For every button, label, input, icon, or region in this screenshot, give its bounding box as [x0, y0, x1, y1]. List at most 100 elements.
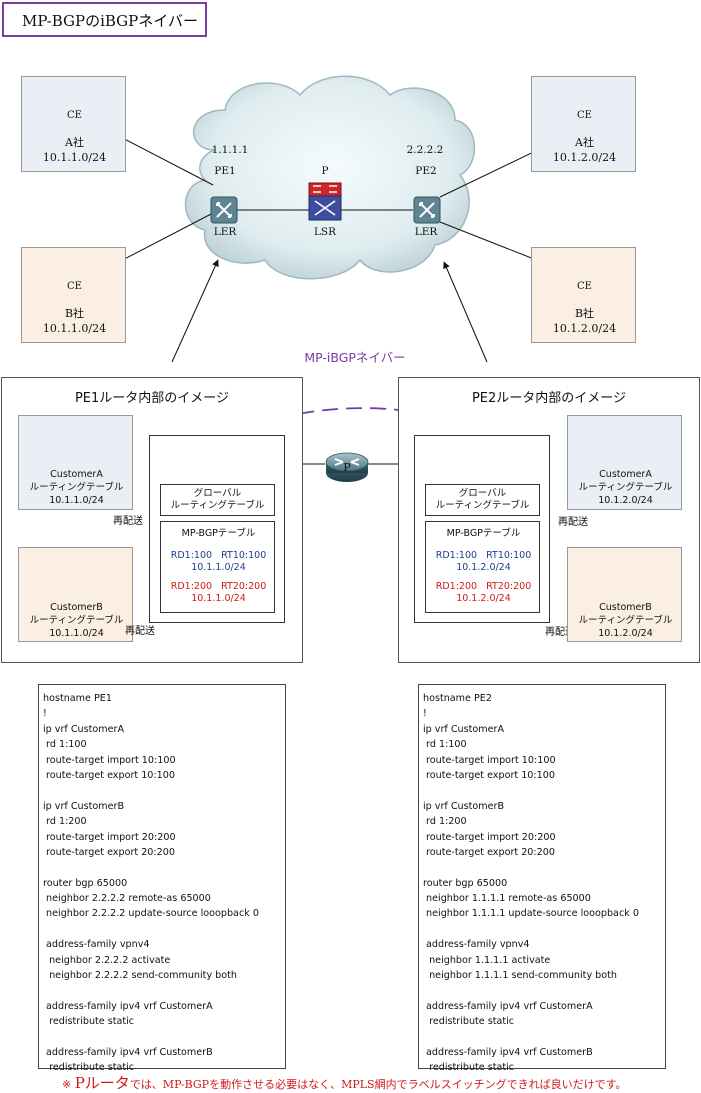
footnote-mark: ※	[62, 1078, 72, 1091]
panel-title: PE1ルータ内部のイメージ	[74, 391, 230, 406]
config-line: address-family ipv4 vrf CustomerB	[423, 1046, 593, 1058]
config-line: redistribute static	[43, 1016, 135, 1028]
customer-a-subnet: 10.1.1.0/24	[191, 562, 246, 573]
routing-table-label: ルーティングテーブル	[170, 500, 265, 511]
config-line: rd 1:200	[43, 816, 87, 828]
customer-b-subnet: 10.1.1.0/24	[191, 593, 246, 604]
config-line: router bgp 65000	[43, 877, 128, 889]
pe2-global-table: グローバル ルーティングテーブル	[425, 484, 540, 516]
customer-name: CustomerA	[50, 469, 103, 480]
config-line: hostname PE1	[43, 693, 112, 704]
routing-table-label: ルーティングテーブル	[29, 482, 124, 493]
subnet-label: 10.1.1.0/24	[49, 628, 104, 639]
site-a-left: CE A社 10.1.1.0/24	[21, 76, 126, 172]
ce-label: CE	[67, 110, 82, 121]
config-line: route-target export 10:100	[43, 769, 175, 781]
redistribute-label: 再配送	[545, 627, 575, 638]
config-line	[423, 1030, 665, 1045]
config-line: neighbor 1.1.1.1 send-community both	[423, 970, 617, 982]
customer-a-subnet: 10.1.2.0/24	[456, 562, 511, 573]
config-line	[423, 860, 665, 875]
pe1-config: hostname PE1 ! ip vrf CustomerA rd 1:100…	[38, 684, 286, 1073]
pe2-customer-b-table: CustomerB ルーティングテーブル 10.1.2.0/24	[567, 547, 682, 642]
subnet-label: 10.1.2.0/24	[552, 151, 617, 164]
customer-b-rd-rt: RD1:200 RT20:200	[170, 581, 267, 592]
footnote-text: では、MP-BGPを動作させる必要はなく、MPLS網内でラベルスイッチングできれ…	[129, 1078, 627, 1091]
config-line: redistribute static	[43, 1062, 135, 1074]
routing-table-label: ルーティングテーブル	[435, 500, 530, 511]
config-line	[43, 983, 285, 998]
redistribute-label: 再配送	[113, 516, 143, 527]
routing-table-label: ルーティングテーブル	[29, 615, 124, 626]
config-line: !	[423, 708, 427, 720]
pe2-config: hostname PE2 ! ip vrf CustomerA rd 1:100…	[418, 684, 666, 1073]
mpls-cloud-icon	[184, 75, 476, 280]
pe2-mpbgp-table: MP-BGPテーブル RD1:100 RT10:100 10.1.2.0/24 …	[425, 521, 540, 613]
pe2-customer-a-table: CustomerA ルーティングテーブル 10.1.2.0/24	[567, 415, 682, 510]
site-b-left: CE B社 10.1.1.0/24	[21, 247, 126, 343]
ce-label: CE	[577, 281, 592, 292]
site-a-right: CE A社 10.1.2.0/24	[531, 76, 636, 172]
routing-table-label: ルーティングテーブル	[578, 482, 673, 493]
config-line: route-target import 20:200	[43, 831, 176, 843]
config-line: ip vrf CustomerB	[423, 800, 505, 812]
company-label: A社	[575, 136, 594, 149]
subnet-label: 10.1.1.0/24	[42, 151, 107, 164]
config-line: neighbor 1.1.1.1 update-source looopback…	[423, 908, 639, 920]
pe1-customer-b-table: CustomerB ルーティングテーブル 10.1.1.0/24	[18, 547, 133, 642]
subnet-label: 10.1.2.0/24	[598, 495, 653, 506]
footnote: ※ Pルータでは、MP-BGPを動作させる必要はなく、MPLS網内でラベルスイッ…	[62, 1072, 626, 1093]
config-line	[43, 783, 285, 798]
config-line: redistribute static	[423, 1062, 515, 1074]
pe1-global-table: グローバル ルーティングテーブル	[160, 484, 275, 516]
redistribute-label: 再配送	[125, 626, 155, 637]
mp-ibgp-neighbor-label: MP-iBGPネイバー	[304, 350, 406, 365]
config-line: address-family ipv4 vrf CustomerA	[423, 1000, 593, 1012]
panel-title: PE2ルータ内部のイメージ	[471, 391, 627, 406]
ce-label: CE	[67, 281, 82, 292]
redistribute-label: 再配送	[558, 517, 588, 528]
customer-a-rd-rt: RD1:100 RT10:100	[170, 550, 267, 561]
customer-b-subnet: 10.1.2.0/24	[456, 593, 511, 604]
customer-a-rd-rt: RD1:100 RT10:100	[435, 550, 532, 561]
ce-label: CE	[577, 110, 592, 121]
config-line	[423, 983, 665, 998]
config-line: rd 1:200	[423, 816, 467, 828]
config-line: ip vrf CustomerB	[43, 800, 125, 812]
config-line: !	[43, 708, 47, 720]
mpbgp-table-title: MP-BGPテーブル	[181, 528, 256, 539]
pe2-role: LER	[414, 226, 438, 238]
config-line: hostname PE2	[423, 693, 492, 704]
pe2-name: PE2	[415, 165, 437, 177]
config-line: ip vrf CustomerA	[423, 723, 505, 735]
config-line: neighbor 2.2.2.2 update-source looopback…	[43, 908, 259, 920]
config-line	[423, 922, 665, 937]
config-line: route-target export 20:200	[43, 846, 175, 858]
pe2-ip: 2.2.2.2	[406, 144, 444, 156]
pe1-customer-a-table: CustomerA ルーティングテーブル 10.1.1.0/24	[18, 415, 133, 510]
config-line: address-family vpnv4	[423, 939, 530, 951]
config-line: route-target export 10:100	[423, 769, 555, 781]
config-line	[43, 922, 285, 937]
config-line	[423, 783, 665, 798]
pe1-role: LER	[213, 226, 237, 238]
config-line	[43, 860, 285, 875]
config-line: neighbor 2.2.2.2 remote-as 65000	[43, 893, 211, 905]
global-label: グローバル	[193, 488, 242, 499]
customer-name: CustomerA	[599, 469, 652, 480]
config-line: route-target import 10:100	[43, 754, 176, 766]
config-line: neighbor 1.1.1.1 activate	[423, 954, 551, 966]
config-line: neighbor 2.2.2.2 activate	[43, 954, 171, 966]
footnote-p-router: Pルータ	[74, 1074, 130, 1092]
config-line: address-family ipv4 vrf CustomerB	[43, 1046, 213, 1058]
customer-name: CustomerB	[599, 602, 652, 613]
lsr-switch-icon	[308, 182, 342, 221]
pe1-ip: 1.1.1.1	[211, 144, 249, 156]
config-line: neighbor 1.1.1.1 remote-as 65000	[423, 893, 591, 905]
diagram-title: MP-BGPのiBGPネイバー	[2, 2, 207, 37]
config-line: neighbor 2.2.2.2 send-community both	[43, 970, 237, 982]
mpbgp-table-title: MP-BGPテーブル	[446, 528, 521, 539]
company-label: B社	[574, 307, 595, 320]
p-router-label: P	[343, 461, 351, 474]
p-role: LSR	[313, 226, 337, 238]
